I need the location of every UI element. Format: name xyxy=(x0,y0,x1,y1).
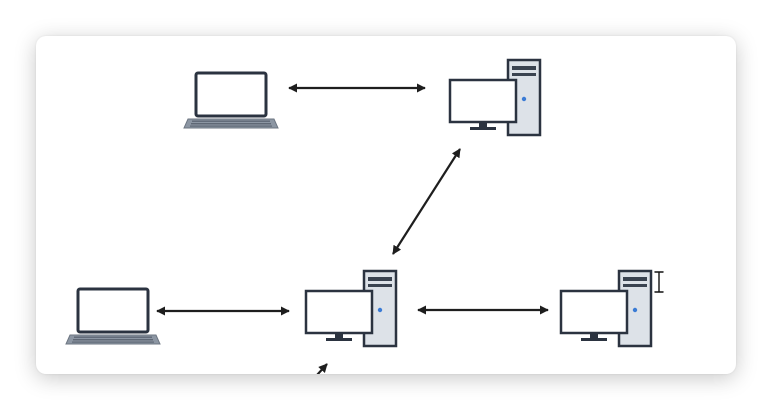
network-diagram xyxy=(64,58,653,374)
connection-arrow-partial xyxy=(316,363,328,374)
desktop-computer-icon xyxy=(304,269,398,348)
connection-arrow xyxy=(392,148,461,255)
desktop-computer-icon xyxy=(559,269,653,348)
laptop-icon xyxy=(182,71,280,130)
laptop-icon xyxy=(64,287,162,346)
desktop-computer-icon xyxy=(448,58,542,137)
diagram-canvas xyxy=(36,36,736,374)
text-cursor-icon xyxy=(653,271,665,293)
